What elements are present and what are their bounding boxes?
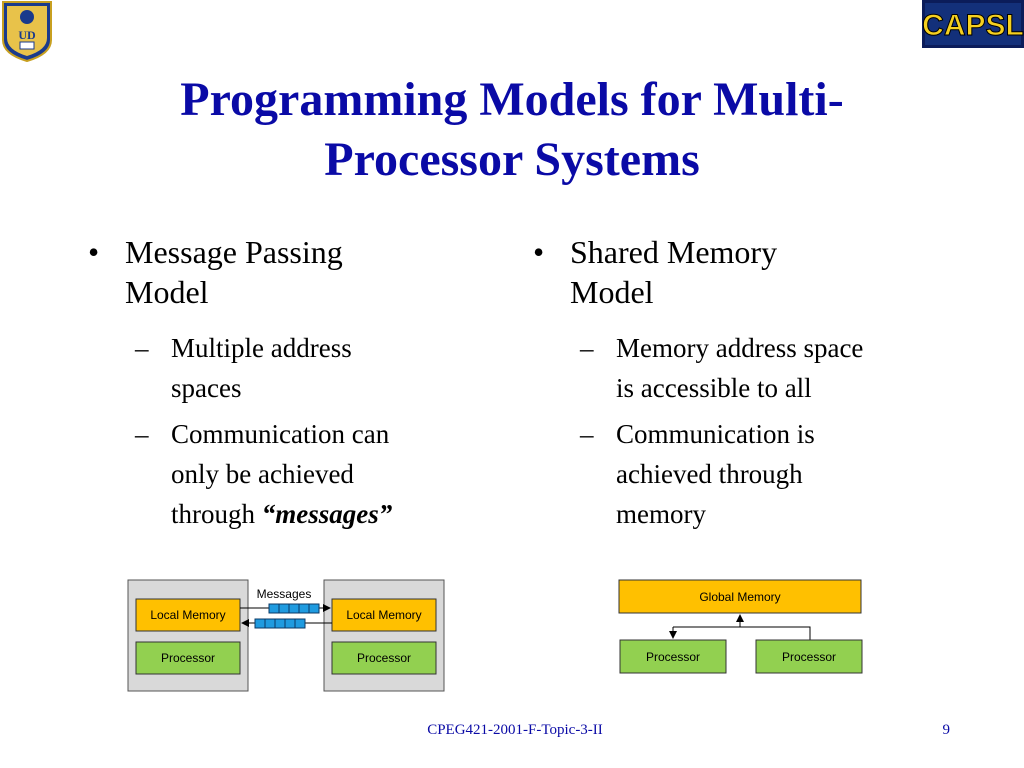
- sub-bullet-dash: –: [135, 333, 149, 363]
- processor-box-right: [755, 639, 863, 674]
- sub-bullet-dash: –: [580, 419, 594, 449]
- bullet-text-line: Shared Memory: [570, 234, 778, 270]
- local-memory-label-b: Local Memory: [346, 608, 421, 622]
- messages-emphasis: “messages”: [261, 499, 393, 529]
- sub-bullet-communication-messages: – Communication can only be achieved thr…: [88, 414, 468, 534]
- processor-label-left: Processor: [646, 650, 700, 664]
- sub-bullet-text-line: spaces: [171, 373, 242, 403]
- bullet-text-line: Model: [125, 274, 209, 310]
- sub-bullet-dash: –: [580, 333, 594, 363]
- sub-bullet-text-line: achieved through: [616, 459, 803, 489]
- sub-bullet-text-line: only be achieved: [171, 459, 354, 489]
- shared-memory-diagram: Global Memory Processor Processor: [618, 579, 863, 674]
- title-line-1: Programming Models for Multi-: [180, 73, 844, 126]
- sub-bullet-dash: –: [135, 419, 149, 449]
- message-queue-top: [268, 603, 320, 614]
- university-of-delaware-logo: UD: [1, 1, 52, 62]
- slide-number: 9: [942, 722, 951, 738]
- processor-label-right: Processor: [782, 650, 836, 664]
- sub-bullet-text-line: Communication can: [171, 419, 390, 449]
- capsl-logo: CAPSL: [922, 0, 1024, 48]
- sub-bullet-text-line: Memory address space: [616, 333, 864, 363]
- processor-box-left: [619, 639, 727, 674]
- local-memory-box-b: [331, 598, 437, 632]
- capsl-logo-text: CAPSL: [922, 9, 1024, 42]
- sub-bullet-text-line: memory: [616, 499, 706, 529]
- local-memory-label-a: Local Memory: [150, 608, 225, 622]
- bullet-text-line: Model: [570, 274, 654, 310]
- footer-course-code: CPEG421-2001-F-Topic-3-II: [427, 722, 603, 738]
- bullet-message-passing-model: • Message Passing Model: [88, 232, 468, 312]
- local-memory-box-a: [135, 598, 241, 632]
- sub-bullet-multiple-address-spaces: – Multiple address spaces: [88, 328, 468, 408]
- bullet-dot: •: [88, 234, 100, 270]
- ud-logo-text: UD: [18, 28, 36, 42]
- sub-bullet-text-line: is accessible to all: [616, 373, 812, 403]
- title-line-2: Processor Systems: [324, 133, 700, 186]
- sub-bullet-text-line: Communication is: [616, 419, 815, 449]
- message-passing-column: • Message Passing Model – Multiple addre…: [88, 232, 468, 534]
- sub-bullet-memory-address-space: – Memory address space is accessible to …: [533, 328, 953, 408]
- sub-bullet-communication-memory: – Communication is achieved through memo…: [533, 414, 953, 534]
- sub-bullet-text-line: through “messages”: [171, 494, 468, 534]
- processor-label-b: Processor: [357, 651, 411, 665]
- connector-right-processor: [740, 626, 811, 640]
- bullet-shared-memory-model: • Shared Memory Model: [533, 232, 953, 312]
- message-passing-diagram: Local Memory Processor Local Memory Proc…: [127, 579, 445, 692]
- sub-bullet-text-line: Multiple address: [171, 333, 352, 363]
- processor-box-b: [331, 641, 437, 675]
- processor-box-a: [135, 641, 241, 675]
- bullet-text-line: Message Passing: [125, 234, 343, 270]
- global-memory-label: Global Memory: [699, 590, 780, 604]
- messages-label: Messages: [257, 587, 312, 601]
- message-queue-bottom: [254, 618, 306, 629]
- sub-bullet-text-prefix: through: [171, 499, 262, 529]
- shared-memory-column: • Shared Memory Model – Memory address s…: [533, 232, 953, 534]
- bullet-dot: •: [533, 234, 545, 270]
- processor-label-a: Processor: [161, 651, 215, 665]
- global-memory-box: [618, 579, 862, 614]
- slide-title: Programming Models for Multi- Processor …: [60, 70, 964, 190]
